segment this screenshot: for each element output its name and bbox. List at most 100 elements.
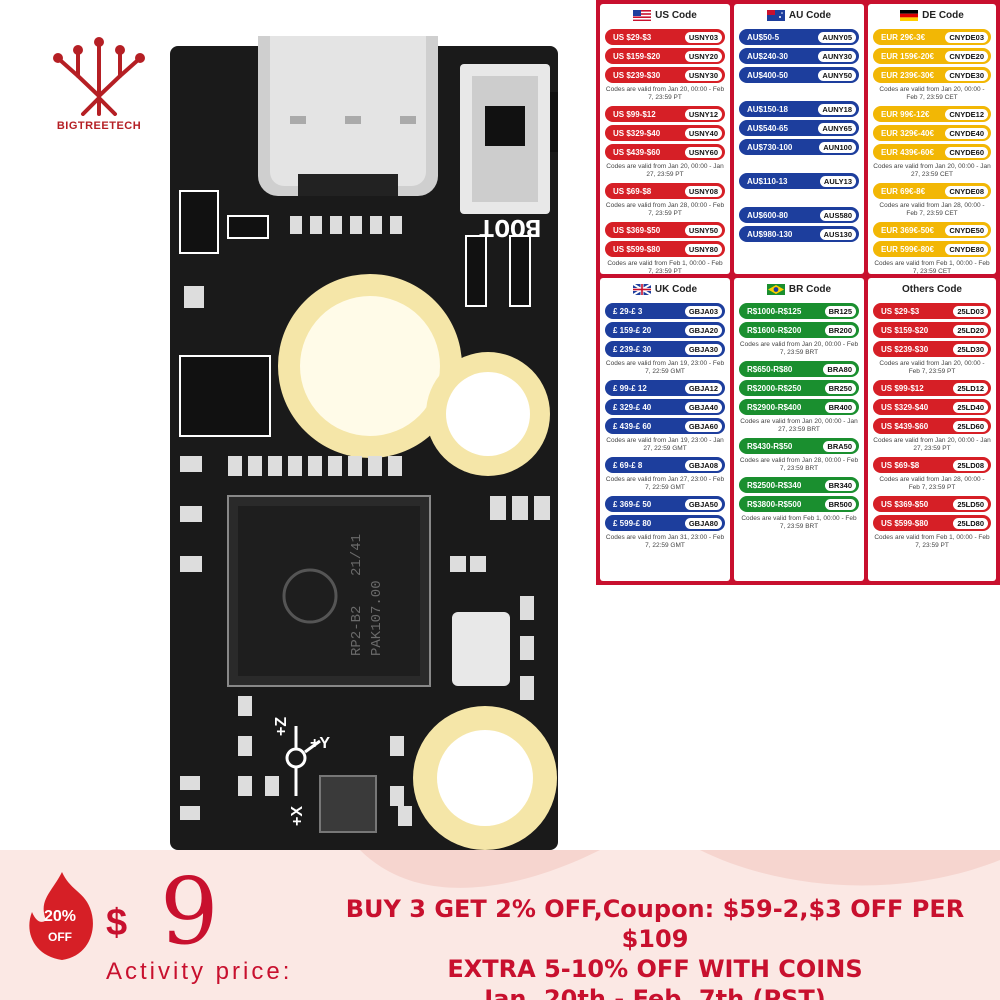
coupon-code: GBJA12 [684,382,722,394]
coupon-code: 25LD20 [953,324,988,336]
coupon-amount: US $239-$30 [881,344,929,354]
coupon-code: BR400 [824,401,856,413]
coupon-validity: Codes are valid from Jan 20, 00:00 - Feb… [739,341,859,356]
coupon-amount: US $599-$80 [881,518,929,528]
coupon-amount: R$1000-R$125 [747,306,802,316]
coupon-code: GBJA30 [684,343,722,355]
coupon-region-title: Others Code [901,283,962,295]
tree-logo-icon [53,37,145,116]
coupon-amount: AU$150-18 [747,104,788,114]
coupon-code: AUN100 [819,141,856,153]
coupon-validity: Codes are valid from Jan 20, 00:00 - Feb… [879,360,985,375]
coupon-code: AUNY05 [818,31,856,43]
coupon-code: BRA80 [823,363,856,375]
coupon-box-title: BR Code [734,278,864,300]
coupon-amount: £ 99-£ 12 [613,383,647,393]
coupon-box-title: UK Code [600,278,730,300]
coupon-validity: Codes are valid from Jan 20, 00:00 - Jan… [740,418,858,433]
coupon-amount: EUR 439€-60€ [881,147,934,157]
coupon-amount: US $159-$20 [613,51,661,61]
coupon-row: EUR 369€-50€CNYDE50 [873,222,991,238]
discount-off: OFF [48,930,72,944]
coupon-row: EUR 599€-80€CNYDE80 [873,241,991,257]
coupon-validity: Codes are valid from Jan 28, 00:00 - Feb… [879,476,985,491]
coupon-code: USNY80 [684,243,722,255]
promo-line-2: EXTRA 5-10% OFF WITH COINS [447,955,863,983]
uk-flag-icon [632,283,651,295]
coupon-validity: Codes are valid from Jan 27, 23:00 - Feb… [605,476,725,491]
coupon-amount: US $439-$60 [613,147,661,157]
us-flag-icon [633,9,652,21]
coupon-code: CNYDE30 [945,69,988,81]
pcb-board: BOOT RP2-B2 21/41 PAK107.00 [170,6,560,850]
coupon-code: AUS130 [819,228,856,240]
coupon-code: 25LD08 [953,459,988,471]
coupon-region-title: AU Code [788,9,832,21]
coupon-code: GBJA08 [684,459,722,471]
axis-label-y: +Y [310,735,330,752]
coupon-region-title: US Code [655,9,697,21]
promo-banner: 20% OFF $ 9 Activity price: BUY 3 GET 2%… [0,850,1000,1000]
coupon-code: USNY30 [684,69,722,81]
brand-name: BIGTREETECH [56,120,142,132]
coupon-validity: Codes are valid from Jan 20, 00:00 - Feb… [605,86,725,101]
coupon-amount: US $29-$3 [881,306,920,316]
chip-text-3: PAK107.00 [369,580,385,656]
coupon-validity: Codes are valid from Jan 20, 00:00 - Feb… [879,86,985,101]
coupon-code: 25LD60 [953,420,988,432]
coupon-amount: R$2900-R$400 [747,402,802,412]
coupon-amount: £ 599-£ 80 [613,518,652,528]
coupon-amount: US $99-$12 [881,383,924,393]
brand-logo: BIGTREETECH [38,36,160,136]
price-value: 9 [160,858,219,965]
banner-background [0,850,1000,1000]
coupon-row: EUR 29€-3€CNYDE03 [873,29,991,45]
coupon-amount: R$2000-R$250 [747,383,802,393]
coupon-amount: AU$600-80 [747,210,788,220]
coupon-row: £ 99-£ 12 GBJA12 [605,380,725,396]
coupon-code: USNY40 [684,127,722,139]
coupon-code: USNY50 [684,224,722,236]
coupon-box-title: US Code [600,4,730,26]
promo-line-1: BUY 3 GET 2% OFF,Coupon: $59-2,$3 OFF PE… [345,895,965,953]
axis-label-z: +Z [273,717,290,736]
coupon-row: EUR 329€-40€CNYDE40 [873,125,991,141]
coupon-box-title: DE Code [868,4,996,26]
coupon-amount: £ 439-£ 60 [613,421,652,431]
coupon-validity: Codes are valid from Jan 28, 00:00 - Feb… [739,457,859,472]
coupon-code: GBJA40 [684,401,722,413]
coupon-amount: £ 329-£ 40 [613,402,652,412]
de-flag-icon [900,9,919,21]
coupon-code: USNY12 [684,108,722,120]
coupon-amount: R$1600-R$200 [747,325,802,335]
coupon-validity: Codes are valid from Feb 1, 00:00 - Feb … [874,534,990,549]
axis-marking-icon [285,726,321,796]
coupon-code: CNYDE08 [945,185,988,197]
